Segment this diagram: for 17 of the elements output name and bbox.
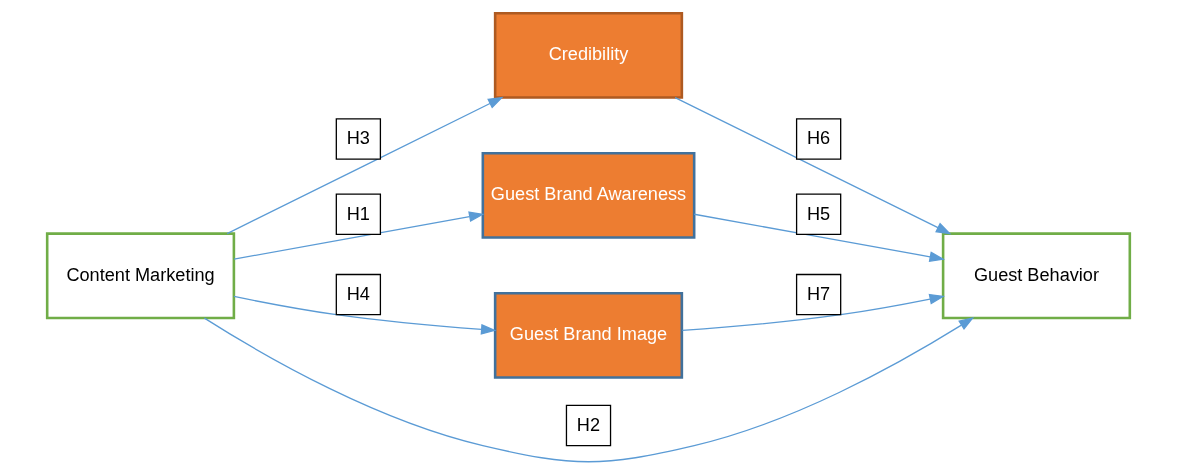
arrow	[693, 213, 946, 263]
arrow	[203, 317, 975, 463]
edge-label: H3	[346, 128, 370, 149]
node-box: Credibility	[493, 11, 684, 99]
node-box: Guest Brand Image	[493, 292, 684, 379]
arrow	[681, 293, 945, 331]
edge-label: H5	[806, 203, 831, 224]
node-box: Guest Behavior	[941, 232, 1132, 320]
edge-label: H4	[346, 284, 370, 305]
node-box: Content Marketing	[45, 232, 236, 320]
arrow	[233, 211, 485, 260]
edge-label: H6	[806, 128, 831, 149]
edge-label: H1	[346, 203, 370, 224]
edge-label: H2	[576, 414, 601, 435]
arrow	[233, 295, 497, 335]
edge-label: H7	[806, 284, 831, 305]
node-box: Guest Brand Awareness	[481, 151, 696, 239]
